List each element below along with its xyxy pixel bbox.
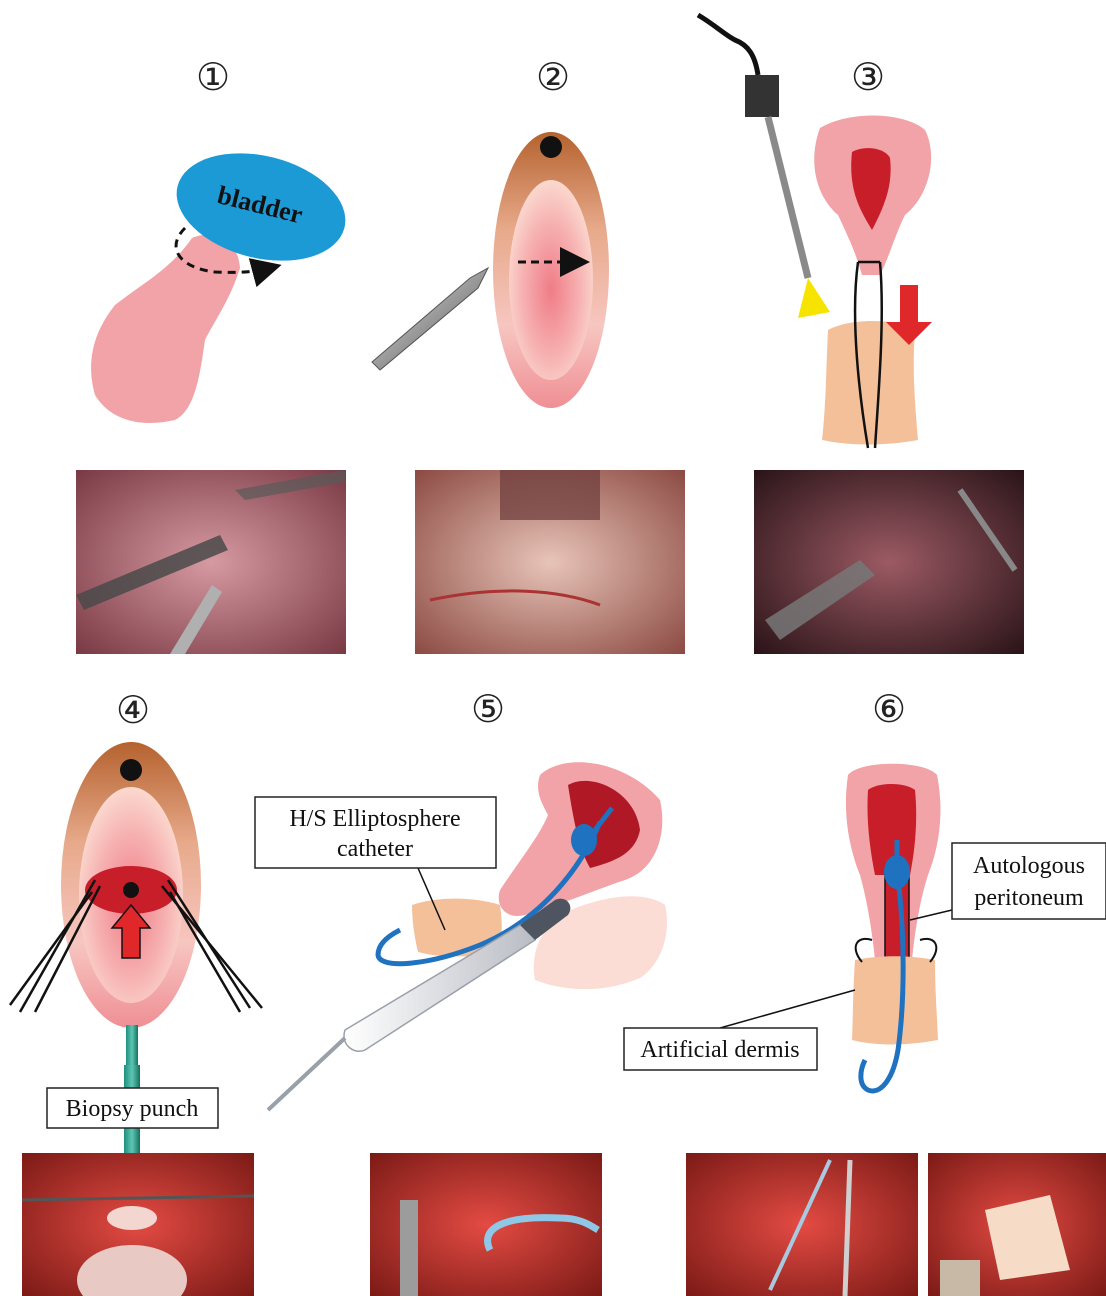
- step-1-diagram: ① bladder: [91, 57, 357, 423]
- uterus-shape: [91, 235, 240, 423]
- scalpel: [372, 268, 488, 370]
- step-6-diagram: ⑥ Autologous peritoneum Artificial dermi…: [624, 689, 1106, 1091]
- vagina-stump: [852, 956, 938, 1044]
- step-3-number: ③: [851, 57, 885, 99]
- hs-catheter-label-1: H/S Elliptosphere: [289, 806, 460, 832]
- laparoscopic-photo-1: [76, 470, 346, 654]
- urethral-orifice: [120, 759, 142, 781]
- step-2-diagram: ②: [372, 57, 609, 408]
- autologous-label-1: Autologous: [973, 853, 1085, 879]
- cautery-tip: [798, 278, 830, 318]
- autologous-label-2: peritoneum: [974, 885, 1084, 911]
- artificial-dermis-label: Artificial dermis: [640, 1037, 799, 1063]
- catheter-balloon: [884, 855, 910, 889]
- photo-row-1: [76, 470, 1024, 654]
- hs-catheter-label-2: catheter: [337, 836, 413, 862]
- step-6-number: ⑥: [872, 689, 906, 731]
- punch-hole: [123, 882, 139, 898]
- step-4-diagram: ④ Biopsy punch: [10, 690, 262, 1153]
- photo-row-2: [22, 1153, 1106, 1296]
- step-2-number: ②: [536, 57, 570, 99]
- step-5-diagram: ⑤ H/S Elliptosphere catheter: [255, 689, 667, 1110]
- electrocautery-device: [698, 15, 830, 318]
- step-3-diagram: ③: [698, 15, 932, 448]
- dermis-callout-line: [720, 990, 855, 1028]
- urethral-orifice: [540, 136, 562, 158]
- biopsy-punch-label: Biopsy punch: [66, 1096, 199, 1122]
- step-5-number: ⑤: [471, 689, 505, 731]
- vestibule-inner: [509, 180, 593, 380]
- step-4-number: ④: [116, 690, 150, 732]
- catheter-balloon: [571, 824, 597, 856]
- step-1-number: ①: [196, 57, 230, 99]
